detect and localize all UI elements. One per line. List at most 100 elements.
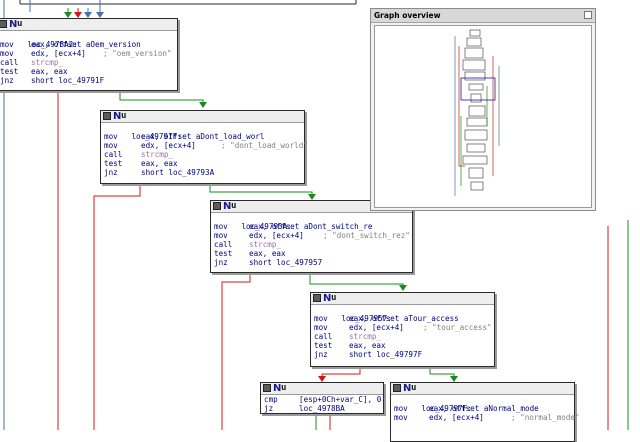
operand: eax, eax (141, 159, 178, 168)
block-header: N u (311, 293, 494, 305)
code-comment: ; "oem_version" (103, 49, 172, 58)
mnemonic: test (314, 341, 333, 350)
operand: edx, [ecx+4] (31, 49, 86, 58)
minimap-block (466, 37, 482, 47)
code-block-loc-497957[interactable]: N u loc_497957: ; "tour_access" mov eax, … (310, 292, 495, 367)
code-line[interactable]: mov edx, [ecx+4] (101, 141, 304, 150)
code-line[interactable]: cmp[esp+0Ch+var_C], 0 (261, 395, 383, 404)
code-line-label[interactable]: loc_49797F: ; "normal_mode" (391, 395, 579, 422)
minimap-edges (454, 36, 500, 196)
node-grid-icon (263, 384, 271, 392)
n-icon: N (323, 293, 332, 304)
operand-callee[interactable]: strcmp_ (141, 150, 174, 159)
node-grid-icon (213, 202, 221, 210)
operand-jump-target[interactable]: short loc_49797F (349, 350, 423, 359)
mnemonic: call (314, 332, 333, 341)
operand: eax, eax (31, 67, 68, 76)
mnemonic: test (0, 67, 19, 76)
arrow-blue (84, 12, 92, 18)
n-icon: N (403, 383, 412, 394)
operand-jump-target[interactable]: short loc_49791F (31, 76, 105, 85)
node-grid-icon (0, 20, 7, 28)
block-label[interactable]: loc_49797F: (421, 404, 472, 413)
block-header: N u (101, 111, 304, 123)
operand-callee[interactable]: strcmp_ (349, 332, 382, 341)
minimap-block (470, 181, 484, 191)
code-line[interactable]: mov edx, [ecx+4] (0, 49, 177, 58)
arrow-green (308, 194, 316, 200)
operand-jump-target[interactable]: loc_4978BA (299, 404, 345, 413)
node-grid-icon (103, 112, 111, 120)
operand: eax, eax (349, 341, 386, 350)
edge-green (209, 184, 313, 198)
block-label[interactable]: loc_49791F: (131, 132, 182, 141)
operand: [esp+0Ch+var_C], 0 (299, 395, 382, 404)
n-icon: N (273, 383, 282, 394)
minimap-edge-red (458, 46, 465, 167)
code-line[interactable]: mov eax, offset aTour_access (311, 314, 494, 323)
block-label[interactable]: loc_497957: (341, 314, 392, 323)
minimap-blocks (462, 29, 488, 191)
operand-jump-target[interactable]: short loc_49793A (141, 168, 215, 177)
mnemonic: mov (314, 314, 328, 323)
minimap-block (462, 59, 486, 71)
graph-overview-viewport[interactable] (374, 25, 592, 208)
mnemonic: call (214, 240, 233, 249)
operand: edx, [ecx+4] (429, 413, 484, 422)
minimap-block (464, 47, 484, 59)
mnemonic: mov (314, 323, 328, 332)
code-line[interactable]: call strcmp_ (311, 332, 494, 341)
mnemonic: mov (104, 141, 118, 150)
operand: eax, offset aOem_version (31, 40, 141, 49)
code-line-label[interactable]: loc_4978A2: ; "oem_version" (0, 31, 177, 58)
code-line[interactable]: call strcmp_ (211, 240, 412, 249)
code-line-label[interactable]: loc_49793A: ; "dont_switch_rez" (211, 213, 412, 240)
edge-green (429, 367, 455, 379)
code-line-label[interactable]: loc_49791F: ; "dont_load_world" (101, 123, 307, 150)
close-icon[interactable] (584, 11, 592, 19)
operand-jump-target[interactable]: short loc_497957 (249, 258, 323, 267)
graph-overview-panel[interactable]: Graph overview (370, 8, 596, 211)
block-header: N u (0, 19, 177, 31)
operand-callee[interactable]: strcmp_ (31, 58, 64, 67)
operand: eax, offset aDont_switch_re (249, 222, 373, 231)
code-line[interactable]: test eax, eax (311, 341, 494, 350)
minimap-view-rectangle[interactable] (460, 77, 496, 101)
operand: edx, [ecx+4] (141, 141, 196, 150)
arrow-blue (96, 12, 104, 18)
arrow-green (399, 285, 407, 291)
arrow-green (450, 376, 458, 382)
code-line[interactable]: test eax, eax (0, 67, 177, 76)
operand-callee[interactable]: strcmp_ (249, 240, 282, 249)
operand: edx, [ecx+4] (249, 231, 304, 240)
graph-overview-minimap[interactable] (375, 26, 591, 207)
arrow-red (74, 12, 82, 18)
block-label[interactable]: loc_4978A2: (27, 40, 78, 49)
code-line-label[interactable]: loc_497957: ; "tour_access" (311, 305, 494, 332)
operand: eax, offset aTour_access (349, 314, 459, 323)
block-label[interactable]: loc_49793A: (241, 222, 292, 231)
mnemonic: mov (0, 49, 14, 58)
